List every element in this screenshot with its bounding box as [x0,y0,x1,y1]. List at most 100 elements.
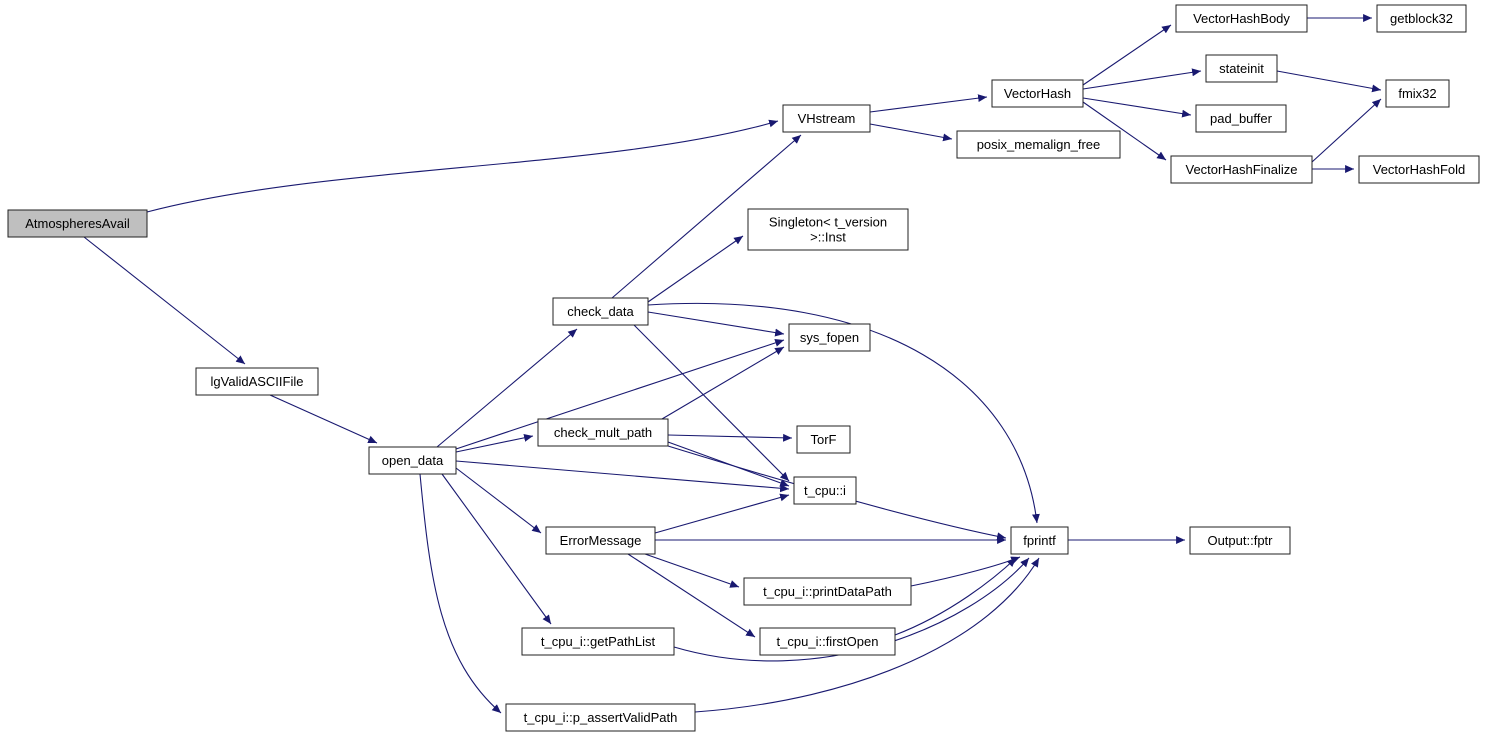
graph-node-box-VHstream[interactable] [782,104,871,133]
graph-node-posix_memalign_free[interactable]: posix_memalign_free [956,130,1121,159]
graph-node-fprintf[interactable]: fprintf [1010,526,1069,555]
graph-node-label-stateinit: stateinit [1219,61,1264,76]
graph-node-SingletonInst[interactable]: Singleton< t_version>::Inst [747,208,909,251]
graph-node-box-check_data[interactable] [552,297,649,326]
graph-edge-open_data-to-sys_fopen [455,339,785,450]
graph-node-ErrorMessage[interactable]: ErrorMessage [545,526,656,555]
graph-node-label-VectorHash: VectorHash [1004,86,1071,101]
graph-node-label-p_assertValidPath: t_cpu_i::p_assertValidPath [524,710,678,725]
graph-node-box-firstOpen[interactable] [759,627,896,656]
graph-node-label-VectorHashBody: VectorHashBody [1193,11,1290,26]
graph-node-AtmospheresAvail[interactable]: AtmospheresAvail [7,209,148,238]
graph-node-box-sys_fopen[interactable] [788,323,871,352]
graph-node-box-VectorHashFinalize[interactable] [1170,155,1313,184]
graph-edge-stateinit-to-fmix32 [1276,70,1382,93]
graph-node-box-VectorHash[interactable] [991,79,1084,108]
graph-node-box-getblock32[interactable] [1376,4,1467,33]
graph-edge-AtmospheresAvail-to-lgValidASCIIFile [83,236,246,365]
graph-node-label-firstOpen: t_cpu_i::firstOpen [777,634,879,649]
graph-node-label-t_cpu_i: t_cpu::i [804,483,846,498]
graph-edge-VectorHash-to-stateinit [1082,68,1202,90]
graph-node-t_cpu_i[interactable]: t_cpu::i [793,476,857,505]
graph-edge-open_data-to-getPathList [441,473,552,625]
graph-edge-check_data-to-fprintf [647,302,1040,524]
graph-node-box-p_assertValidPath[interactable] [505,703,696,732]
graph-node-VectorHashBody[interactable]: VectorHashBody [1175,4,1308,33]
graph-node-getPathList[interactable]: t_cpu_i::getPathList [521,627,675,656]
graph-node-check_data[interactable]: check_data [552,297,649,326]
graph-node-VectorHashFold[interactable]: VectorHashFold [1358,155,1480,184]
graph-node-label-VHstream: VHstream [798,111,856,126]
graph-node-label-getblock32: getblock32 [1390,11,1453,26]
graph-node-printDataPath[interactable]: t_cpu_i::printDataPath [743,577,912,606]
graph-node-label-open_data: open_data [382,453,444,468]
graph-node-label-VectorHashFold: VectorHashFold [1373,162,1466,177]
graph-edge-check_data-to-t_cpu_i [633,324,790,482]
graph-node-box-open_data[interactable] [368,446,457,475]
graph-edge-VectorHash-to-pad_buffer [1082,97,1192,118]
graph-node-box-Output_fptr[interactable] [1189,526,1291,555]
graph-node-box-SingletonInst[interactable] [747,208,909,251]
graph-edge-check_data-to-SingletonInst [647,235,744,303]
graph-node-box-fmix32[interactable] [1385,79,1450,108]
graph-edge-check_data-to-sys_fopen [647,311,785,337]
graph-edge-check_mult_path-to-TorF [667,433,793,442]
graph-node-box-posix_memalign_free[interactable] [956,130,1121,159]
graph-edge-VectorHash-to-VectorHashFinalize [1082,101,1167,161]
graph-edge-open_data-to-ErrorMessage [455,467,542,534]
graph-node-box-check_mult_path[interactable] [537,418,669,447]
graph-edge-VHstream-to-posix_memalign_free [869,123,953,142]
graph-node-box-AtmospheresAvail[interactable] [7,209,148,238]
graph-node-firstOpen[interactable]: t_cpu_i::firstOpen [759,627,896,656]
graph-node-label-pad_buffer: pad_buffer [1210,111,1273,126]
graph-node-check_mult_path[interactable]: check_mult_path [537,418,669,447]
graph-node-label-TorF: TorF [811,432,837,447]
graph-node-label-posix_memalign_free: posix_memalign_free [977,137,1101,152]
graph-node-box-stateinit[interactable] [1205,54,1278,83]
graph-node-getblock32[interactable]: getblock32 [1376,4,1467,33]
graph-edge-open_data-to-check_mult_path [455,433,534,453]
graph-node-VHstream[interactable]: VHstream [782,104,871,133]
graph-node-Output_fptr[interactable]: Output::fptr [1189,526,1291,555]
graph-node-label-ErrorMessage: ErrorMessage [560,533,642,548]
graph-node-box-t_cpu_i[interactable] [793,476,857,505]
graph-edge-AtmospheresAvail-to-VHstream [146,119,779,213]
graph-edge-ErrorMessage-to-firstOpen [627,553,756,638]
graph-node-box-getPathList[interactable] [521,627,675,656]
graph-node-TorF[interactable]: TorF [796,425,851,454]
graph-node-label-lgValidASCIIFile: lgValidASCIIFile [211,374,304,389]
graph-node-box-VectorHashFold[interactable] [1358,155,1480,184]
graph-edge-VectorHash-to-VectorHashBody [1082,24,1172,86]
graph-node-VectorHashFinalize[interactable]: VectorHashFinalize [1170,155,1313,184]
graph-node-label-fmix32: fmix32 [1398,86,1436,101]
graph-node-box-ErrorMessage[interactable] [545,526,656,555]
graph-node-label-getPathList: t_cpu_i::getPathList [541,634,656,649]
graph-edge-check_mult_path-to-fprintf [667,445,1007,541]
graph-edge-open_data-to-p_assertValidPath [419,473,502,714]
graph-node-label-check_mult_path: check_mult_path [554,425,652,440]
graph-node-box-lgValidASCIIFile[interactable] [195,367,319,396]
graph-node-lgValidASCIIFile[interactable]: lgValidASCIIFile [195,367,319,396]
graph-node-box-TorF[interactable] [796,425,851,454]
graph-node-box-printDataPath[interactable] [743,577,912,606]
graph-node-box-fprintf[interactable] [1010,526,1069,555]
graph-edge-ErrorMessage-to-printDataPath [644,553,740,588]
graph-node-label-fprintf: fprintf [1023,533,1056,548]
graph-node-label-VectorHashFinalize: VectorHashFinalize [1186,162,1298,177]
graph-edge-open_data-to-t_cpu_i [455,460,790,493]
graph-node-stateinit[interactable]: stateinit [1205,54,1278,83]
graph-node-VectorHash[interactable]: VectorHash [991,79,1084,108]
graph-node-p_assertValidPath[interactable]: t_cpu_i::p_assertValidPath [505,703,696,732]
graph-node-fmix32[interactable]: fmix32 [1385,79,1450,108]
graph-edge-lgValidASCIIFile-to-open_data [269,394,378,444]
graph-edge-VHstream-to-VectorHash [869,94,988,113]
graph-node-label-Output_fptr: Output::fptr [1207,533,1273,548]
graph-node-open_data[interactable]: open_data [368,446,457,475]
graph-node-pad_buffer[interactable]: pad_buffer [1195,104,1287,133]
graph-node-box-pad_buffer[interactable] [1195,104,1287,133]
graph-node-label-AtmospheresAvail: AtmospheresAvail [25,216,130,231]
graph-node-sys_fopen[interactable]: sys_fopen [788,323,871,352]
graph-node-box-VectorHashBody[interactable] [1175,4,1308,33]
